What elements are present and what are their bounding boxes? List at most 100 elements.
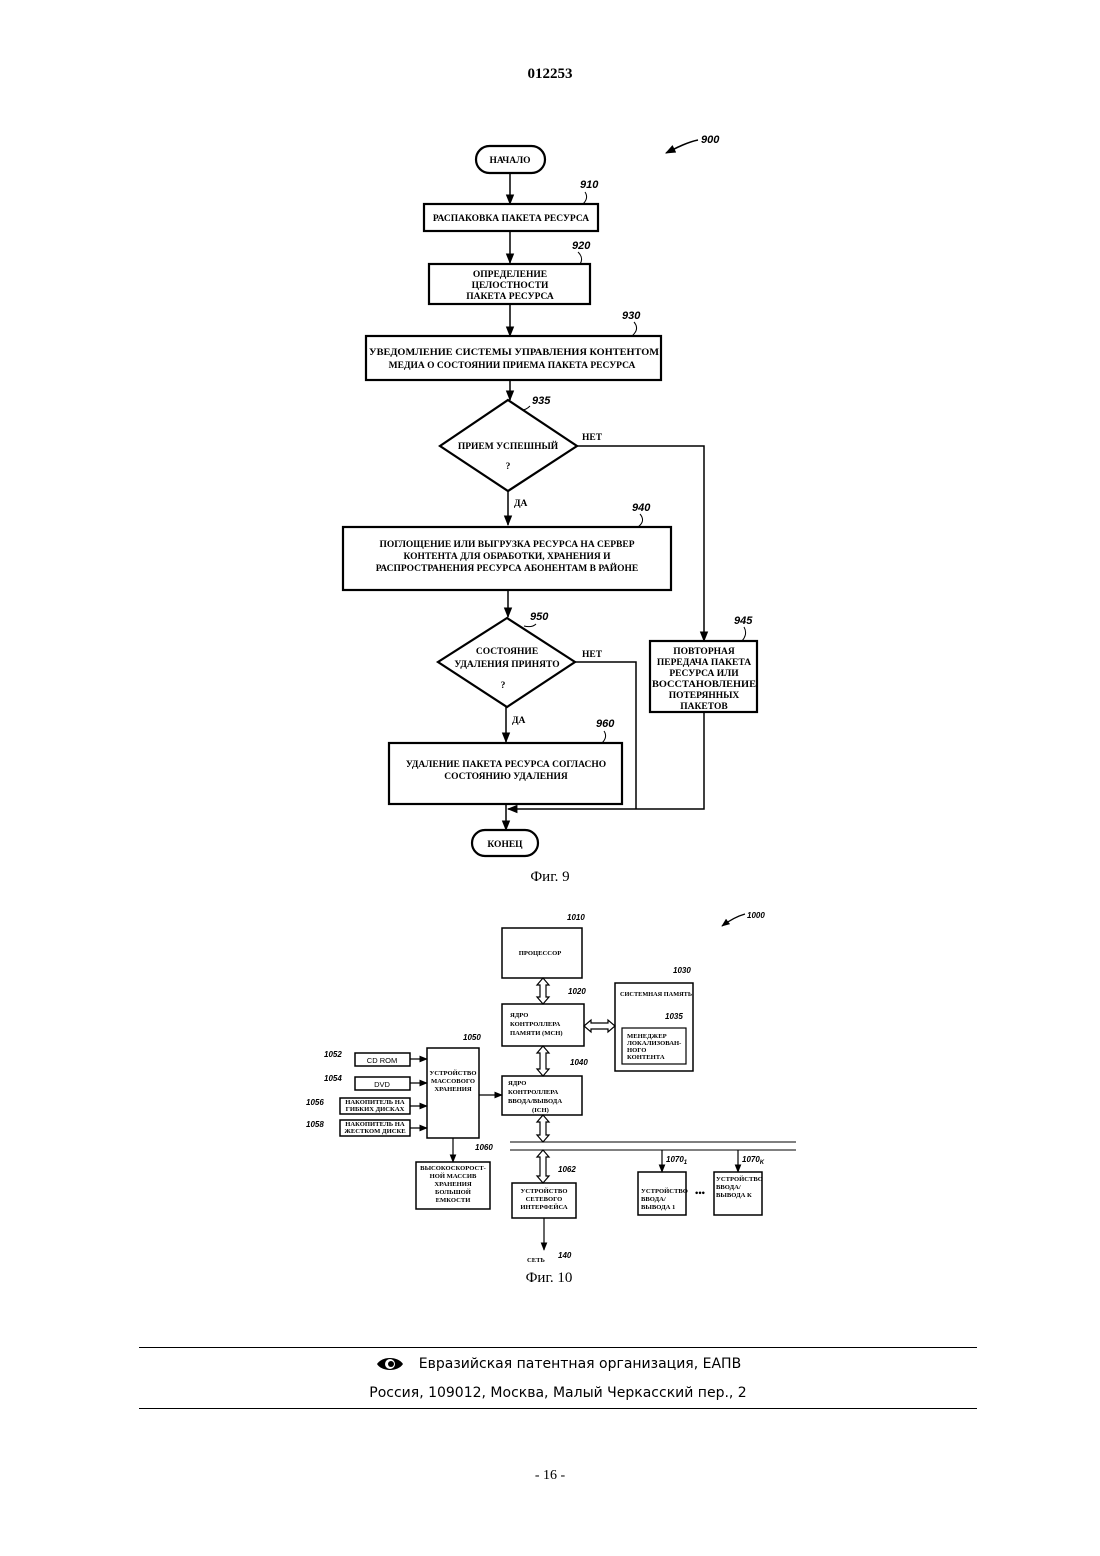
block-1062-text: СЕТЕВОГО (526, 1196, 563, 1203)
block-1040-text: (ICH) (532, 1107, 549, 1114)
step-940-text: РАСПРОСТРАНЕНИЯ РЕСУРСА АБОНЕНТАМ В РАЙО… (376, 562, 639, 574)
block-1030-ref: 1030 (673, 966, 691, 975)
end-label: КОНЕЦ (487, 840, 523, 850)
block-1020-text: ПАМЯТИ (МСН) (510, 1030, 563, 1037)
double-arrow-mch-ich (537, 1046, 549, 1076)
page-number: - 16 - (0, 1468, 1100, 1484)
block-1010-text: ПРОЦЕССОР (519, 950, 561, 957)
network-label: СЕТЬ (527, 1257, 546, 1264)
block-1070-1-text: УСТРОЙСТВО (641, 1187, 688, 1195)
block-1054-ref: 1054 (324, 1074, 342, 1083)
ref-940-leader (638, 514, 643, 527)
figure-10-caption: Фиг. 10 (526, 1270, 573, 1286)
block-1020-text: КОНТРОЛЛЕРА (510, 1021, 560, 1028)
step-945-ref: 945 (734, 615, 753, 627)
fig9-ref-leader (666, 140, 698, 153)
block-1050-text: МАССОВОГО (431, 1078, 475, 1085)
step-960-text: СОСТОЯНИЮ УДАЛЕНИЯ (444, 772, 568, 782)
network-ref: 140 (558, 1251, 572, 1260)
block-1056-text: НАКОПИТЕЛЬ НА (345, 1099, 405, 1106)
figure-9-caption: Фиг. 9 (530, 869, 569, 885)
block-1060-text: НОЙ МАССИВ (430, 1172, 477, 1180)
block-1040-text: ВВОДА/ВЫВОДА (508, 1098, 562, 1105)
figure-9-flowchart (343, 140, 757, 856)
block-1070-1-text: ВЫВОДА 1 (641, 1204, 675, 1211)
double-arrow-processor-mch (537, 978, 549, 1004)
block-1030-text: СИСТЕМНАЯ ПАМЯТЬ (620, 991, 693, 998)
block-1052-text: CD ROM (367, 1056, 397, 1065)
decision-950-text: ? (501, 681, 506, 691)
footer-org-name: Евразийская патентная организация, ЕАПВ (419, 1356, 741, 1372)
footer-bottom-rule (139, 1408, 977, 1409)
block-1058-text: НАКОПИТЕЛЬ НА (345, 1121, 405, 1128)
block-1040-text: КОНТРОЛЛЕРА (508, 1089, 558, 1096)
decision-935-no-label: НЕТ (582, 433, 603, 443)
fig10-ref-label: 1000 (747, 911, 765, 920)
block-1010-ref: 1010 (567, 913, 585, 922)
step-910-ref: 910 (580, 179, 599, 191)
block-1050-text: ХРАНЕНИЯ (434, 1086, 471, 1093)
step-945-text: ПОТЕРЯННЫХ (669, 691, 740, 701)
double-arrow-mch-memory (584, 1020, 615, 1032)
block-1040-text: ЯДРО (508, 1080, 526, 1087)
step-940-text: КОНТЕНТА ДЛЯ ОБРАБОТКИ, ХРАНЕНИЯ И (404, 552, 612, 562)
decision-950-text: СОСТОЯНИЕ (476, 647, 538, 657)
footer-top-rule (139, 1347, 977, 1348)
step-930-text: МЕДИА О СОСТОЯНИИ ПРИЕМА ПАКЕТА РЕСУРСА (389, 361, 636, 371)
step-920-ref: 920 (572, 240, 591, 252)
step-940-ref: 940 (632, 502, 651, 514)
step-940-text: ПОГЛОЩЕНИЕ ИЛИ ВЫГРУЗКА РЕСУРСА НА СЕРВЕ… (379, 540, 634, 550)
step-945-text: ПОВТОРНАЯ (673, 647, 735, 657)
block-1020-text: ЯДРО (510, 1012, 528, 1019)
ref-960-leader (602, 731, 606, 743)
decision-950-ref: 950 (530, 611, 549, 623)
step-945-text: ВОССТАНОВЛЕНИЕ (652, 680, 756, 690)
double-arrow-ich-bus (537, 1115, 549, 1142)
block-1050-text: УСТРОЙСТВО (430, 1069, 477, 1077)
step-920-text: ОПРЕДЕЛЕНИЕ (473, 270, 547, 280)
ref-910-leader (583, 192, 587, 204)
block-1050-ref: 1050 (463, 1033, 481, 1042)
block-1056-text: ГИБКИХ ДИСКАХ (346, 1106, 405, 1113)
step-910-text: РАСПАКОВКА ПАКЕТА РЕСУРСА (433, 214, 589, 224)
step-945-text: ПЕРЕДАЧА ПАКЕТА (657, 658, 751, 668)
block-1056-ref: 1056 (306, 1098, 324, 1107)
double-arrow-bus-nic (537, 1150, 549, 1183)
decision-935-yes-label: ДА (514, 499, 528, 509)
decision-950-no-label: НЕТ (582, 650, 603, 660)
start-label: НАЧАЛО (489, 156, 530, 166)
block-1070-1-ref: 10701 (666, 1155, 688, 1166)
block-1035-text: НОГО (627, 1047, 646, 1054)
fig9-ref-label: 900 (701, 134, 720, 146)
ref-920-leader (578, 252, 582, 264)
step-930-box (366, 336, 661, 380)
figure-9-labels: 900 НАЧАЛО 910 РАСПАКОВКА ПАКЕТА РЕСУРСА… (369, 134, 756, 885)
decision-935-text: ? (506, 462, 511, 472)
block-1070-k-ref: 1070K (742, 1155, 765, 1166)
block-1070-k-text: УСТРОЙСТВО (716, 1175, 763, 1183)
decision-950-text: УДАЛЕНИЯ ПРИНЯТО (454, 660, 559, 670)
block-1062-text: УСТРОЙСТВО (521, 1187, 568, 1195)
block-1035-text: КОНТЕНТА (627, 1054, 665, 1061)
step-920-text: ПАКЕТА РЕСУРСА (466, 292, 554, 302)
step-930-ref: 930 (622, 310, 641, 322)
footer-address: Россия, 109012, Москва, Малый Черкасский… (139, 1385, 977, 1401)
block-1060-text: БОЛЬШОЙ (435, 1188, 472, 1196)
ref-950-leader (524, 624, 536, 627)
eapo-logo-icon (375, 1355, 405, 1373)
ref-945-leader (742, 627, 746, 641)
block-1060-text: ЕМКОСТИ (436, 1197, 472, 1204)
block-1054-text: DVD (374, 1080, 390, 1089)
block-1040-ref: 1040 (570, 1058, 588, 1067)
block-1060-text: ХРАНЕНИЯ (434, 1181, 471, 1188)
block-1060-ref: 1060 (475, 1143, 493, 1152)
block-1058-ref: 1058 (306, 1120, 324, 1129)
block-1062-text: ИНТЕРФЕЙСА (520, 1203, 568, 1211)
block-1070-1-text: ВВОДА/ (641, 1196, 666, 1203)
block-1070-k-text: ВВОДА/ (716, 1184, 741, 1191)
step-920-text: ЦЕЛОСТНОСТИ (472, 281, 549, 291)
decision-950-yes-label: ДА (512, 716, 526, 726)
step-945-text: ПАКЕТОВ (680, 702, 728, 712)
block-1060-text: ВЫСОКОСКОРОСТ- (420, 1165, 486, 1172)
step-945-text: РЕСУРСА ИЛИ (669, 669, 739, 679)
